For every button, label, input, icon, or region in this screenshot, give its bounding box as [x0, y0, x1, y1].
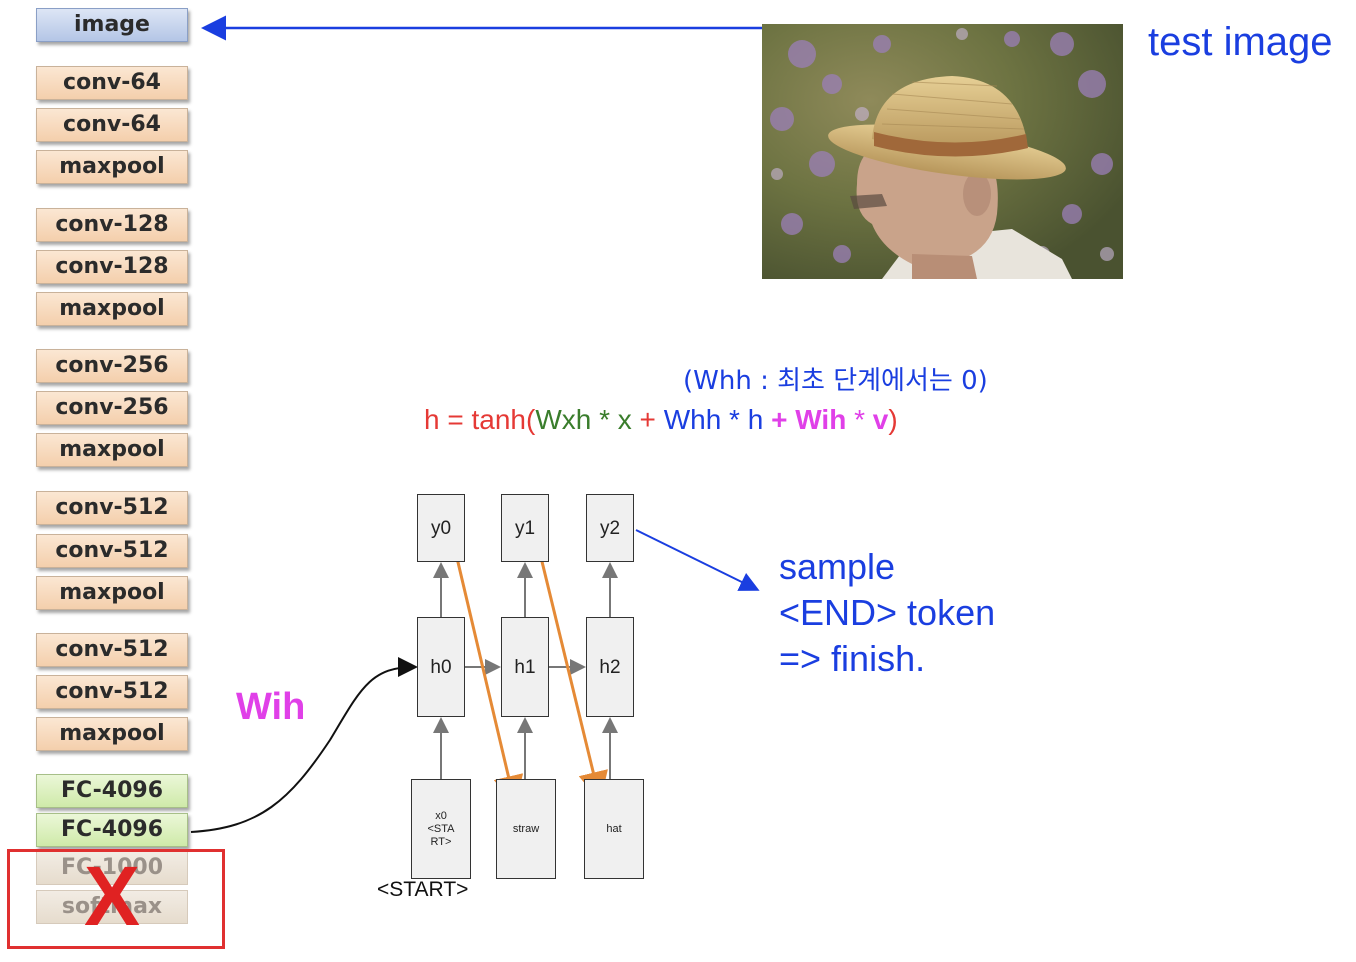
layer-conv64-2: conv-64	[36, 108, 188, 142]
note-korean: 최초 단계에서는	[777, 366, 953, 396]
test-image-label: test image	[1148, 20, 1333, 64]
input-node-straw-label: straw	[512, 822, 540, 835]
layer-fc1000: FC-1000	[36, 851, 188, 885]
test-image-photo	[762, 24, 1123, 279]
eq-part-plus-1: +	[631, 404, 664, 435]
layer-conv256-2: conv-256	[36, 391, 188, 425]
eq-part-wxh: Wxh * x	[535, 404, 632, 435]
input-node-straw: straw	[496, 779, 556, 879]
layer-maxpool-2: maxpool	[36, 292, 188, 326]
wih-label: Wih	[236, 686, 306, 728]
note-suffix: 0)	[952, 366, 988, 396]
layer-fc4096-1: FC-4096	[36, 774, 188, 808]
layer-maxpool-5: maxpool	[36, 717, 188, 751]
start-label: <START>	[377, 878, 469, 901]
end-note-line-1: sample	[779, 546, 896, 587]
input-node-hat-label: hat	[606, 822, 622, 835]
eq-part-close: )	[888, 404, 898, 435]
layer-fc4096-2: FC-4096	[36, 813, 188, 847]
layer-conv512-1: conv-512	[36, 491, 188, 525]
input-node-x0-label: x0 <STA RT>	[427, 809, 455, 848]
eq-part-whh: Whh * h	[663, 404, 764, 435]
removed-layers-box	[7, 849, 225, 949]
output-node-y0: y0	[417, 494, 465, 562]
layer-maxpool-1: maxpool	[36, 150, 188, 184]
hidden-node-h0: h0	[417, 617, 465, 717]
layer-conv256-1: conv-256	[36, 349, 188, 383]
layer-softmax: softmax	[36, 890, 188, 924]
rnn-equation: h = tanh(Wxh * x + Whh * h + Wih * v)	[424, 404, 898, 436]
layer-image: image	[36, 8, 188, 42]
output-node-y2: y2	[586, 494, 634, 562]
eq-part-wih: Wih	[795, 404, 847, 435]
hidden-node-h1: h1	[501, 617, 549, 717]
layer-conv128-2: conv-128	[36, 250, 188, 284]
layer-conv512-2: conv-512	[36, 534, 188, 568]
eq-part-v: v	[872, 404, 889, 435]
eq-part-times: *	[846, 404, 873, 435]
end-token-arrow	[635, 529, 760, 591]
end-note-line-3: => finish.	[779, 638, 926, 679]
layer-conv512-3: conv-512	[36, 633, 188, 667]
end-note-line-2: <END> token	[779, 592, 996, 633]
input-node-x0: x0 <STA RT>	[411, 779, 471, 879]
layer-maxpool-4: maxpool	[36, 576, 188, 610]
layer-maxpool-3: maxpool	[36, 433, 188, 467]
layer-conv128-1: conv-128	[36, 208, 188, 242]
eq-part-1: h = tanh(	[424, 404, 536, 435]
input-node-hat: hat	[584, 779, 644, 879]
note-prefix: (Whh :	[683, 366, 778, 396]
whh-initial-note: (Whh : 최초 단계에서는 0)	[683, 360, 988, 397]
layer-conv512-4: conv-512	[36, 675, 188, 709]
removed-x-mark: X	[84, 849, 141, 943]
output-node-y1: y1	[501, 494, 549, 562]
hidden-node-h2: h2	[586, 617, 634, 717]
eq-part-plus-2: +	[763, 404, 796, 435]
layer-conv64-1: conv-64	[36, 66, 188, 100]
end-token-note: sample <END> token => finish.	[779, 544, 995, 682]
